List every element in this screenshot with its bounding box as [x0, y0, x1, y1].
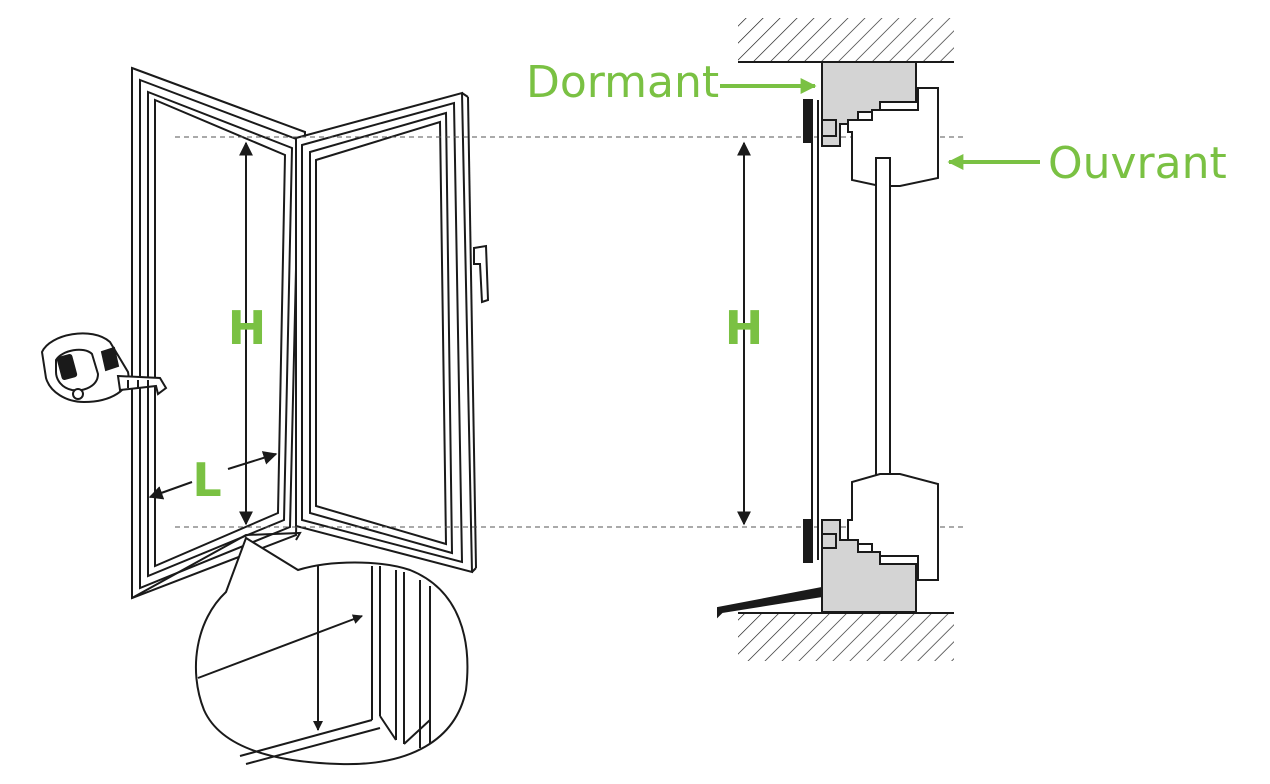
cross-section-drawing [717, 18, 954, 661]
width-arrow-left-part [148, 481, 193, 500]
height-label-left: H [228, 301, 267, 355]
window-handle [473, 244, 490, 304]
ouvrant-label: Ouvrant [1048, 138, 1227, 189]
glass-pane [875, 157, 891, 507]
width-arrow-right-part [227, 451, 278, 470]
ouvrant-profile-top [847, 87, 939, 187]
window-sill [131, 531, 302, 599]
detail-callout [194, 536, 469, 766]
joint-bottom [803, 519, 813, 563]
width-label: L [192, 453, 221, 507]
dormant-profile-top [821, 61, 917, 147]
sill-bar [717, 586, 823, 619]
window-frame-left [131, 66, 307, 600]
dormant-label: Dormant [526, 57, 719, 108]
height-label-right: H [725, 301, 764, 355]
joint-top [803, 99, 813, 143]
window-sash-right [295, 91, 477, 574]
casement-window-drawing [131, 66, 490, 600]
tape-measure-icon [40, 332, 168, 404]
wall-bottom [738, 613, 954, 661]
wall-top [738, 18, 954, 62]
dormant-profile-bottom [821, 519, 917, 613]
